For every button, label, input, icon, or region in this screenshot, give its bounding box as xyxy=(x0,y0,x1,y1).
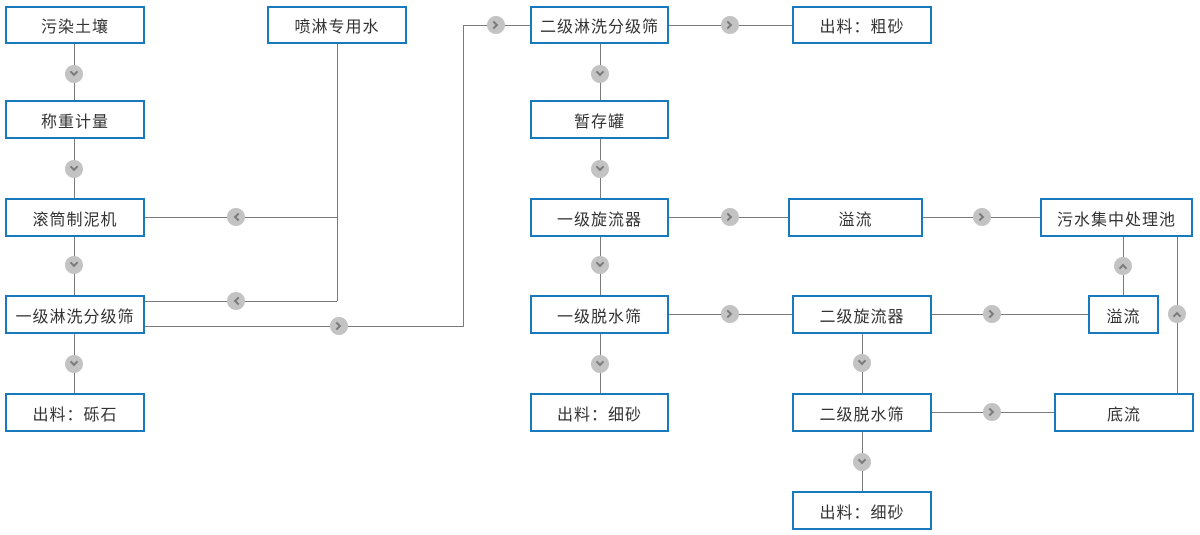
chevron-right-icon xyxy=(721,208,739,226)
node-stage1-dewatering-screen: 一级脱水筛 xyxy=(530,295,669,334)
node-overflow-1: 溢流 xyxy=(788,198,923,237)
node-stage1-washing-screen: 一级淋洗分级筛 xyxy=(5,295,145,334)
chevron-right-icon xyxy=(721,305,739,323)
connector-line xyxy=(337,44,338,301)
chevron-down-icon xyxy=(591,65,609,83)
node-spray-water: 喷淋专用水 xyxy=(267,6,407,44)
node-stage2-washing-screen: 二级淋洗分级筛 xyxy=(530,6,669,44)
chevron-left-icon xyxy=(227,208,245,226)
chevron-down-icon xyxy=(65,160,83,178)
chevron-left-icon xyxy=(227,292,245,310)
chevron-right-icon xyxy=(330,317,348,335)
chevron-right-icon xyxy=(973,208,991,226)
chevron-up-icon xyxy=(1114,257,1132,275)
chevron-up-icon xyxy=(1168,305,1186,323)
node-output-fine-sand-2: 出料：细砂 xyxy=(792,491,932,530)
node-underflow: 底流 xyxy=(1054,393,1194,432)
node-overflow-2: 溢流 xyxy=(1088,295,1159,334)
node-stage2-dewatering-screen: 二级脱水筛 xyxy=(792,393,932,432)
chevron-down-icon xyxy=(65,256,83,274)
node-drum-mud-maker: 滚筒制泥机 xyxy=(5,198,145,237)
chevron-down-icon xyxy=(591,160,609,178)
chevron-right-icon xyxy=(721,16,739,34)
connector-line xyxy=(145,326,463,327)
chevron-right-icon xyxy=(983,305,1001,323)
chevron-down-icon xyxy=(853,354,871,372)
chevron-down-icon xyxy=(591,355,609,373)
node-sewage-treatment-pool: 污水集中处理池 xyxy=(1040,198,1193,237)
node-contaminated-soil: 污染土壤 xyxy=(5,6,145,44)
connector-line xyxy=(463,25,464,327)
node-storage-tank: 暂存罐 xyxy=(530,100,669,139)
node-weighing: 称重计量 xyxy=(5,100,145,139)
chevron-down-icon xyxy=(853,453,871,471)
chevron-down-icon xyxy=(65,65,83,83)
node-output-gravel: 出料：砾石 xyxy=(5,393,145,432)
node-output-fine-sand-1: 出料：细砂 xyxy=(530,393,669,432)
chevron-down-icon xyxy=(591,256,609,274)
connector-line xyxy=(932,314,1088,315)
chevron-right-icon xyxy=(983,403,1001,421)
chevron-right-icon xyxy=(487,16,505,34)
node-output-coarse-sand: 出料：粗砂 xyxy=(792,6,932,44)
node-stage2-cyclone: 二级旋流器 xyxy=(792,295,932,334)
node-stage1-cyclone: 一级旋流器 xyxy=(530,198,669,237)
chevron-down-icon xyxy=(65,355,83,373)
